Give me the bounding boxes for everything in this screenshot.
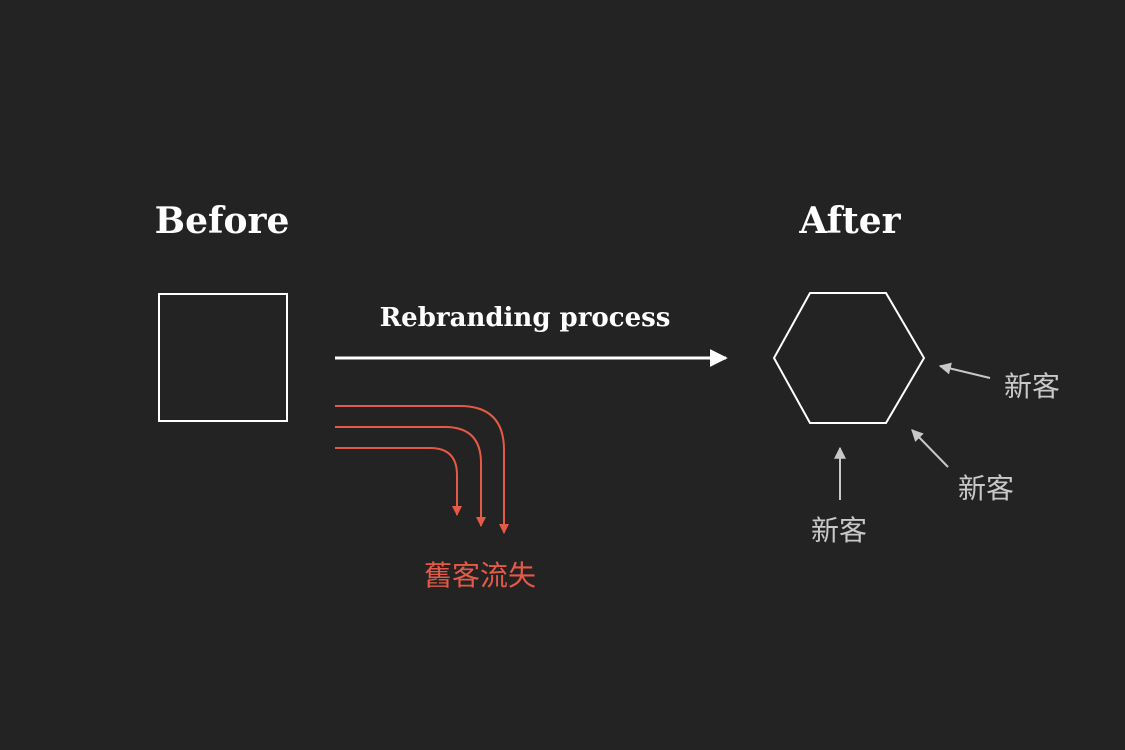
new-customer-arrows bbox=[834, 362, 991, 500]
churn-arrows bbox=[335, 405, 509, 534]
after-hexagon-shape bbox=[772, 292, 926, 424]
churn-arrow-outer bbox=[335, 405, 509, 534]
process-label: Rebranding process bbox=[380, 303, 671, 333]
churn-arrow-inner bbox=[335, 447, 462, 516]
new-customer-label-lower-right: 新客 bbox=[958, 472, 1014, 505]
churn-label: 舊客流失 bbox=[424, 559, 536, 592]
new-customer-label-right: 新客 bbox=[1004, 370, 1060, 403]
new-customer-label-bottom: 新客 bbox=[811, 514, 867, 547]
churn-arrow-middle bbox=[335, 426, 486, 527]
before-square-shape bbox=[158, 293, 288, 422]
new-customer-arrow-lower-right bbox=[911, 429, 949, 468]
before-heading: Before bbox=[155, 200, 290, 242]
after-heading: After bbox=[798, 200, 901, 242]
new-customer-arrow-right bbox=[938, 362, 991, 379]
